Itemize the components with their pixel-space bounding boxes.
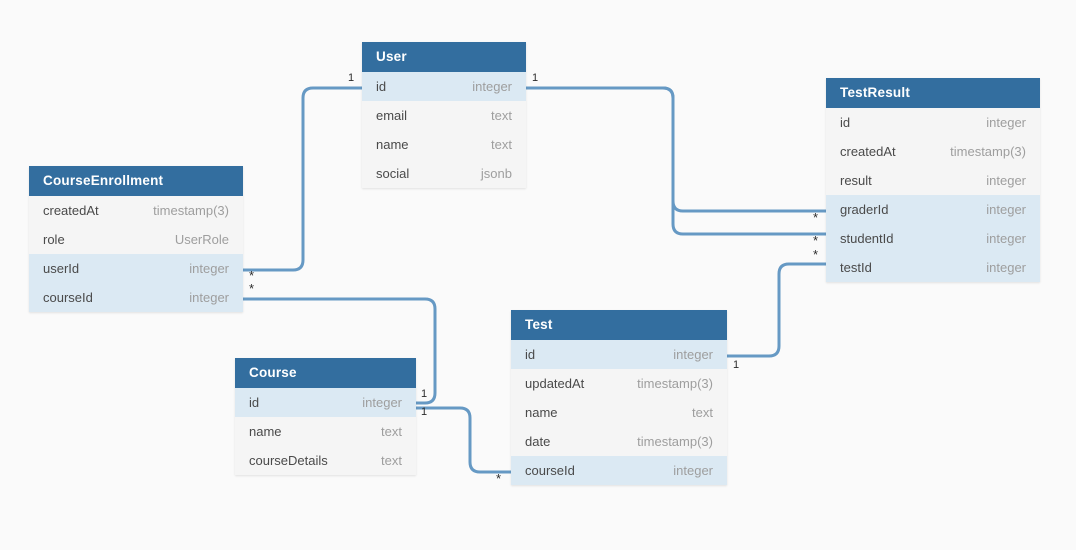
column-name: name	[249, 424, 282, 439]
column-list: id integer createdAt timestamp(3) result inte…	[826, 108, 1040, 282]
column-type: integer	[362, 395, 402, 410]
column-row[interactable]: name text	[235, 417, 416, 446]
column-name: social	[376, 166, 410, 181]
cardinality-label: *	[249, 281, 255, 296]
column-row[interactable]: role UserRole	[29, 225, 243, 254]
column-name: createdAt	[840, 144, 896, 159]
column-type: integer	[986, 231, 1026, 246]
column-name: courseId	[525, 463, 575, 478]
column-row[interactable]: email text	[362, 101, 526, 130]
column-type: timestamp(3)	[153, 203, 229, 218]
column-name: testId	[840, 260, 872, 275]
cardinality-label: 1	[532, 72, 539, 84]
cardinality-label: 1	[421, 388, 428, 400]
table-node-courseenrollment[interactable]: CourseEnrollment createdAt timestamp(3) rol…	[29, 166, 243, 312]
column-name: result	[840, 173, 872, 188]
table-title: User	[362, 42, 526, 72]
column-row[interactable]: date timestamp(3)	[511, 427, 727, 456]
column-list: id integer email text name text social jsonb	[362, 72, 526, 188]
column-row[interactable]: id integer	[511, 340, 727, 369]
column-name: updatedAt	[525, 376, 585, 391]
table-node-testresult[interactable]: TestResult id integer createdAt timestamp(3)…	[826, 78, 1040, 282]
column-type: text	[491, 137, 512, 152]
column-row[interactable]: courseId integer	[511, 456, 727, 485]
cardinality-label: *	[813, 247, 819, 262]
column-name: userId	[43, 261, 80, 276]
column-type: integer	[189, 290, 229, 305]
column-type: UserRole	[174, 232, 229, 247]
cardinality-label: 1	[733, 359, 740, 371]
column-row[interactable]: id integer	[362, 72, 526, 101]
column-name: id	[525, 347, 536, 362]
cardinality-label: *	[813, 210, 819, 225]
column-row[interactable]: userId integer	[29, 254, 243, 283]
column-type: integer	[986, 115, 1026, 130]
column-row[interactable]: name text	[511, 398, 727, 427]
column-row[interactable]: social jsonb	[362, 159, 526, 188]
column-type: timestamp(3)	[637, 434, 713, 449]
column-name: studentId	[840, 231, 894, 246]
table-title: Test	[511, 310, 727, 340]
table-title: Course	[235, 358, 416, 388]
column-row[interactable]: id integer	[826, 108, 1040, 137]
column-name: id	[249, 395, 260, 410]
column-type: integer	[986, 173, 1026, 188]
column-name: role	[43, 232, 65, 247]
column-row[interactable]: studentId integer	[826, 224, 1040, 253]
column-row[interactable]: createdAt timestamp(3)	[826, 137, 1040, 166]
column-type: integer	[986, 260, 1026, 275]
table-title: CourseEnrollment	[29, 166, 243, 196]
relationship-edge	[524, 86, 828, 213]
column-row[interactable]: createdAt timestamp(3)	[29, 196, 243, 225]
table-node-user[interactable]: User id integer email text name text social json…	[362, 42, 526, 188]
cardinality-label: *	[496, 471, 502, 486]
cardinality-label: 1	[421, 406, 428, 418]
column-name: date	[525, 434, 551, 449]
column-row[interactable]: name text	[362, 130, 526, 159]
column-row[interactable]: testId integer	[826, 253, 1040, 282]
table-title: TestResult	[826, 78, 1040, 108]
column-name: courseDetails	[249, 453, 328, 468]
column-name: courseId	[43, 290, 93, 305]
column-type: text	[491, 108, 512, 123]
column-type: integer	[673, 347, 713, 362]
column-name: id	[376, 79, 387, 94]
column-type: text	[381, 424, 402, 439]
column-name: id	[840, 115, 851, 130]
column-name: name	[376, 137, 409, 152]
column-name: createdAt	[43, 203, 99, 218]
column-row[interactable]: courseDetails text	[235, 446, 416, 475]
column-list: id integer updatedAt timestamp(3) name text da…	[511, 340, 727, 485]
column-row[interactable]: updatedAt timestamp(3)	[511, 369, 727, 398]
column-name: name	[525, 405, 558, 420]
cardinality-label: *	[249, 268, 255, 283]
column-list: createdAt timestamp(3) role UserRole userId i…	[29, 196, 243, 312]
relationship-edge	[414, 406, 513, 474]
column-row[interactable]: result integer	[826, 166, 1040, 195]
cardinality-label: *	[813, 233, 819, 248]
column-type: timestamp(3)	[637, 376, 713, 391]
column-name: graderId	[840, 202, 889, 217]
column-type: integer	[673, 463, 713, 478]
column-type: integer	[189, 261, 229, 276]
column-row[interactable]: id integer	[235, 388, 416, 417]
table-node-test[interactable]: Test id integer updatedAt timestamp(3) name te…	[511, 310, 727, 485]
column-row[interactable]: graderId integer	[826, 195, 1040, 224]
cardinality-label: 1	[348, 72, 355, 84]
column-type: text	[692, 405, 713, 420]
column-name: email	[376, 108, 408, 123]
relationship-edge	[725, 262, 828, 358]
column-type: integer	[472, 79, 512, 94]
relationship-edge	[524, 86, 828, 236]
relationship-edge	[241, 86, 364, 272]
column-list: id integer name text courseDetails text	[235, 388, 416, 475]
column-type: jsonb	[480, 166, 512, 181]
table-node-course[interactable]: Course id integer name text courseDetails text	[235, 358, 416, 475]
column-type: integer	[986, 202, 1026, 217]
column-row[interactable]: courseId integer	[29, 283, 243, 312]
column-type: timestamp(3)	[950, 144, 1026, 159]
column-type: text	[381, 453, 402, 468]
